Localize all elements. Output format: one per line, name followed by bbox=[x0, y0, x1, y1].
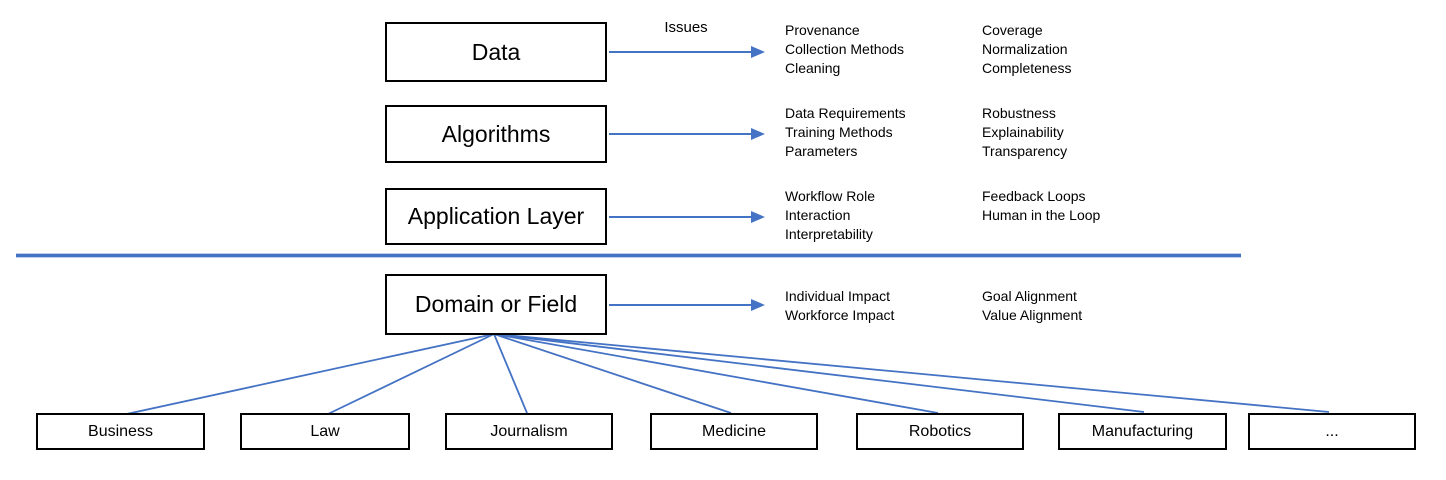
domain-box-manufacturing: Manufacturing bbox=[1058, 413, 1227, 450]
fan-lines bbox=[121, 333, 1330, 416]
issue-item: Coverage bbox=[982, 22, 1043, 38]
issue-item: Explainability bbox=[982, 124, 1064, 140]
fan-line-business bbox=[121, 333, 495, 416]
domain-box-journalism-label: Journalism bbox=[490, 422, 568, 440]
layer-box-data: Data bbox=[385, 22, 607, 82]
domain-box-law: Law bbox=[240, 413, 410, 450]
fan-line-law bbox=[327, 333, 495, 415]
domain-box-robotics: Robotics bbox=[856, 413, 1024, 450]
domain-box-ellipsis-label: ... bbox=[1325, 422, 1339, 440]
issue-item: Human in the Loop bbox=[982, 207, 1101, 223]
layer-box-application-layer: Application Layer bbox=[385, 188, 607, 245]
domain-box-business: Business bbox=[36, 413, 205, 450]
domain-issues-col2: Goal Alignment Value Alignment bbox=[982, 287, 1082, 325]
issue-item: Training Methods bbox=[785, 124, 893, 140]
layer-box-algorithms-label: Algorithms bbox=[441, 120, 551, 147]
issue-item: Goal Alignment bbox=[982, 288, 1077, 304]
issues-arrow-label: Issues bbox=[664, 19, 708, 36]
issue-item: Interpretability bbox=[785, 226, 873, 242]
domain-box-medicine: Medicine bbox=[650, 413, 818, 450]
issue-item: Transparency bbox=[982, 143, 1068, 159]
issue-item: Provenance bbox=[785, 22, 860, 38]
domain-box-business-label: Business bbox=[88, 422, 153, 440]
layer-box-algorithms: Algorithms bbox=[385, 105, 607, 163]
issue-item: Collection Methods bbox=[785, 41, 905, 57]
layer-box-data-label: Data bbox=[471, 38, 521, 65]
section-divider bbox=[16, 254, 1241, 257]
fan-line-journalism bbox=[493, 333, 528, 414]
issue-item: Value Alignment bbox=[982, 307, 1083, 323]
algorithms-issues-col1: Data Requirements Training Methods Param… bbox=[785, 104, 906, 161]
fan-line-manufacturing bbox=[493, 333, 1145, 413]
application-issues-col2: Feedback Loops Human in the Loop bbox=[982, 187, 1100, 225]
issue-item: Workflow Role bbox=[785, 188, 875, 204]
issue-item: Interaction bbox=[785, 207, 851, 223]
application-issues-col1: Workflow Role Interaction Interpretabili… bbox=[785, 187, 875, 244]
issue-item: Individual Impact bbox=[785, 288, 891, 304]
issue-item: Workforce Impact bbox=[785, 307, 895, 323]
issue-item: Completeness bbox=[982, 60, 1072, 76]
issue-item: Normalization bbox=[982, 41, 1068, 57]
issue-item: Data Requirements bbox=[785, 105, 906, 121]
data-issues-col1: Provenance Collection Methods Cleaning bbox=[785, 21, 904, 78]
issue-item: Feedback Loops bbox=[982, 188, 1086, 204]
issue-item: Cleaning bbox=[785, 60, 841, 76]
layer-box-domain-or-field: Domain or Field bbox=[385, 274, 607, 335]
domain-box-medicine-label: Medicine bbox=[701, 422, 767, 440]
domain-box-manufacturing-label: Manufacturing bbox=[1091, 422, 1194, 440]
issue-item: Robustness bbox=[982, 105, 1056, 121]
domain-box-law-label: Law bbox=[310, 422, 340, 440]
issue-item: Parameters bbox=[785, 143, 858, 159]
layer-box-domain-or-field-label: Domain or Field bbox=[414, 291, 578, 317]
fan-line-robotics bbox=[493, 333, 939, 414]
domain-box-robotics-label: Robotics bbox=[908, 422, 972, 440]
layer-box-application-layer-label: Application Layer bbox=[407, 203, 585, 229]
domain-issues-col1: Individual Impact Workforce Impact bbox=[785, 287, 894, 325]
fan-line-medicine bbox=[493, 333, 732, 414]
algorithms-issues-col2: Robustness Explainability Transparency bbox=[982, 104, 1067, 161]
data-issues-col2: Coverage Normalization Completeness bbox=[982, 21, 1072, 78]
domain-box-journalism: Journalism bbox=[445, 413, 613, 450]
fan-line-ellipsis bbox=[493, 333, 1330, 413]
domain-box-ellipsis: ... bbox=[1248, 413, 1416, 450]
